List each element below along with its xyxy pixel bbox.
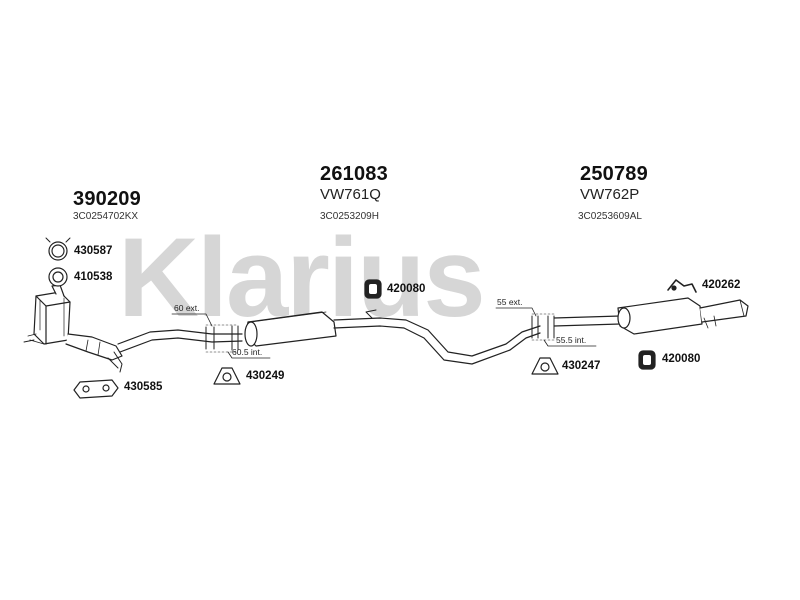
model-code-vw762p: VW762P [580,186,640,203]
oem-code-3c0254702kx: 3C0254702KX [73,211,139,222]
part-label-420080-upper: 420080 [387,283,426,295]
group-number-261083: 261083 [320,163,388,185]
part-label-420080-lower: 420080 [662,353,701,365]
dimension-label-55-ext: 55 ext. [497,297,523,307]
mount-430249-part [213,367,241,385]
mid-pipe [333,309,541,365]
dimension-label-55-5-int: 55.5 int. [556,335,587,345]
pipe-joint-1 [205,324,239,353]
dimension-label-60-ext: 60 ext. [174,303,200,313]
rear-pipe [553,315,621,327]
part-label-420262: 420262 [702,279,741,291]
bracket-420262-part [667,279,697,293]
group-number-390209: 390209 [73,188,141,210]
clamp-430587-part [45,237,71,261]
front-pipe [117,329,243,353]
hanger-420080-lower-part [638,350,656,370]
part-label-430249: 430249 [246,370,285,382]
centre-silencer [244,311,337,347]
mount-430247-part [531,357,559,375]
part-label-430247: 430247 [562,360,601,372]
oem-code-3c0253609al: 3C0253609AL [578,211,642,222]
catalytic-converter [23,284,123,373]
group-number-250789: 250789 [580,163,648,185]
part-label-430585: 430585 [124,381,163,393]
oem-code-3c0253209h: 3C0253209H [320,211,379,222]
part-label-430587: 430587 [74,245,113,257]
model-code-vw761q: VW761Q [320,186,381,203]
dimension-lines [171,307,597,359]
hanger-420080-upper-part [364,279,382,299]
rear-silencer [617,297,749,335]
gasket-430585-part [73,379,119,399]
pipe-joint-2 [531,313,555,341]
gasket-410538-part [48,267,68,287]
part-label-410538: 410538 [74,271,113,283]
dimension-label-60-5-int: 60.5 int. [232,347,263,357]
